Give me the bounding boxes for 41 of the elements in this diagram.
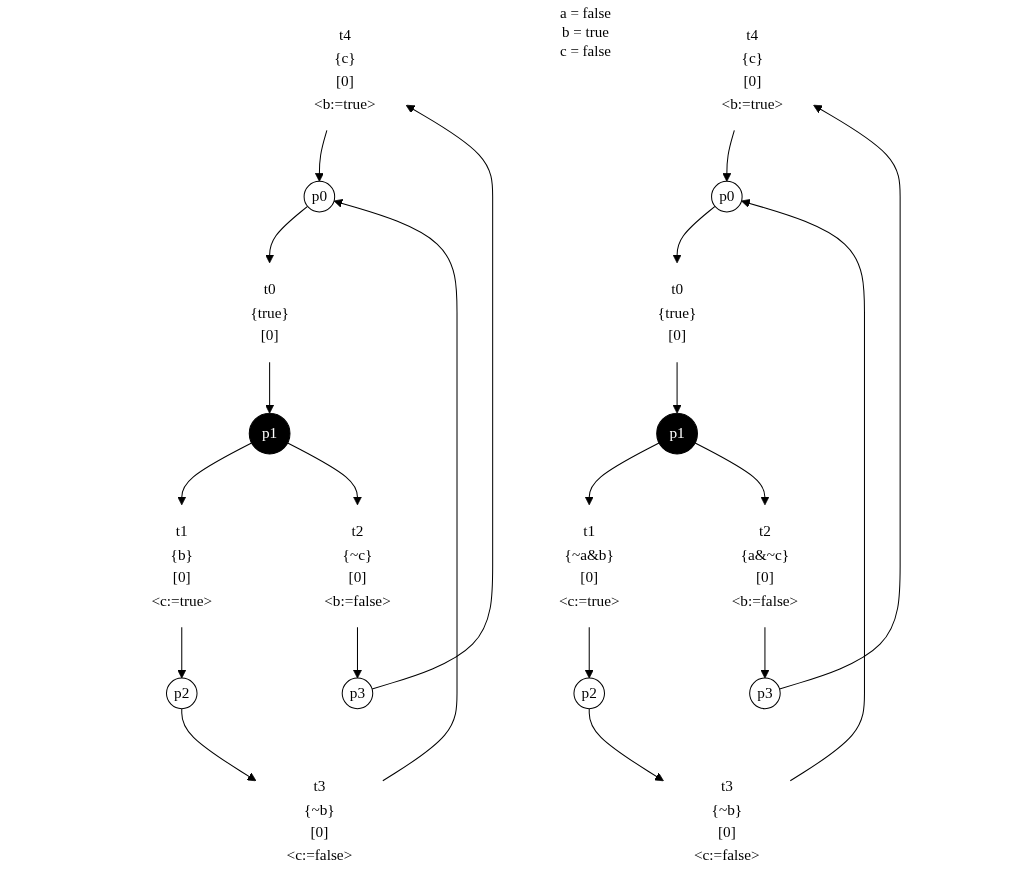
node-text: t4 {c} [0] <b:=true>: [721, 26, 784, 112]
arrow: [371, 104, 494, 690]
arrow: [177, 442, 253, 506]
variable-assignment: a = false: [560, 4, 611, 23]
arrow: [741, 199, 865, 782]
node-circle: p3: [749, 677, 781, 710]
arrow: [333, 199, 458, 782]
node-text: t0 {true} [0]: [657, 281, 697, 344]
node-circle: p1: [656, 412, 698, 455]
node-circle: p3: [341, 677, 374, 710]
arrow: [181, 708, 257, 782]
arrow: [265, 205, 309, 264]
node-text: t3 {~b} [0] <c:=false>: [286, 777, 353, 863]
arrow: [760, 626, 770, 679]
arrow: [694, 442, 770, 506]
arrow: [672, 361, 682, 414]
node-text: t2 {a&~c} [0] <b:=false>: [731, 523, 799, 609]
node-text: t3 {~b} [0] <c:=false>: [693, 777, 760, 863]
arrow: [584, 626, 594, 679]
node-circle: p0: [711, 180, 743, 213]
variable-assignment: c = false: [560, 42, 611, 61]
node-circle: p0: [303, 180, 336, 213]
node-text: t1 {~a&b} [0] <c:=true>: [558, 523, 620, 609]
arrow: [314, 129, 328, 182]
arrow: [722, 129, 735, 182]
node-circle: p2: [573, 677, 605, 710]
node-text: t2 {~c} [0] <b:=false>: [324, 523, 391, 609]
node-circle: p1: [248, 412, 291, 455]
arrow: [672, 205, 716, 264]
node-text: t0 {true} [0]: [250, 281, 289, 344]
arrow: [265, 361, 275, 414]
node-text: t4 {c} [0] <b:=true>: [314, 26, 376, 112]
arrow: [588, 708, 664, 782]
arrow: [353, 626, 362, 679]
arrow: [779, 104, 901, 690]
node-text: t1 {b} [0] <c:=true>: [151, 523, 213, 609]
variable-assignment: b = true: [561, 23, 610, 42]
node-circle: p2: [165, 677, 198, 710]
arrow: [177, 626, 187, 679]
arrow: [287, 442, 362, 506]
arrow: [584, 442, 660, 506]
